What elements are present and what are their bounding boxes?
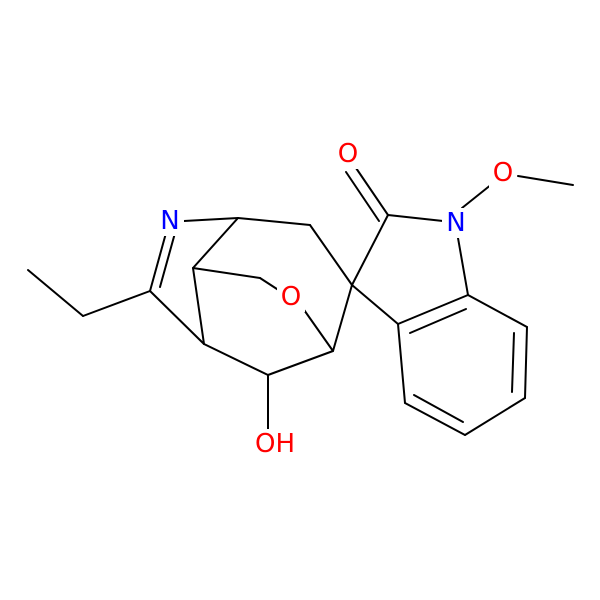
methoxy-oxygen-atom: O	[489, 158, 517, 188]
carbonyl-amide-bond	[387, 214, 444, 222]
ch-ch-bond	[192, 267, 205, 345]
arene-inner-bond-3	[409, 308, 467, 334]
ethyl-ch2-bond	[82, 290, 151, 317]
arene-bond-1	[467, 294, 528, 328]
oxygen-ring-bond	[301, 306, 334, 352]
atom-label-layer: N O N O O OH	[156, 139, 517, 459]
arene-inner-bond-2	[413, 394, 464, 423]
imine-nitrogen-atom: N	[156, 206, 184, 236]
arene-bond-2	[524, 326, 528, 399]
bridge-oxygen-atom: O	[277, 282, 305, 312]
carbonyl-oxygen-atom: O	[334, 139, 362, 169]
ch2o-oxygen-bond	[259, 277, 281, 292]
carbonyl-oxygen-label: O	[338, 139, 358, 169]
bond-layer	[27, 167, 574, 436]
ring-choh-bond	[267, 350, 334, 376]
arene-bond-5	[397, 323, 406, 404]
ethyl-ch3-bond	[27, 269, 84, 317]
spiro-aromatic-bond	[351, 284, 399, 325]
spiro-carbonyl-bond	[351, 214, 389, 286]
hydroxyl-group: OH	[252, 429, 298, 459]
spiro-ring-bond	[332, 284, 353, 352]
imine-c-ring-bond	[149, 290, 205, 345]
arene-inner-bond-1	[511, 332, 515, 393]
bridgehead-ch2-bond	[237, 217, 311, 226]
amide-methoxy-bond	[461, 183, 493, 209]
ch2-spiro-bond	[309, 224, 353, 286]
ch-ch2o-bond	[192, 267, 261, 279]
choh-ch-bond	[203, 343, 269, 376]
imine-double-bond-a	[149, 232, 167, 292]
imine-double-bond-b	[159, 232, 176, 288]
imine-n-bridgehead-bond	[183, 217, 239, 222]
bridgehead-ch-bond	[192, 217, 239, 269]
hydroxyl-label: OH	[255, 429, 295, 459]
imine-nitrogen-label: N	[160, 206, 179, 236]
arene-bond-6	[397, 294, 469, 325]
carbonyl-double-bond-a	[355, 167, 389, 216]
methoxy-oxygen-label: O	[493, 158, 513, 188]
arene-bond-4	[404, 402, 466, 436]
methoxy-methyl-bond	[517, 175, 574, 186]
amide-aromatic-bond	[457, 237, 469, 296]
amide-nitrogen-label: N	[446, 208, 465, 238]
arene-bond-3	[464, 397, 526, 436]
amide-nitrogen-atom: N	[442, 208, 470, 238]
bridge-oxygen-label: O	[281, 282, 301, 312]
carbonyl-double-bond-b	[345, 171, 380, 222]
